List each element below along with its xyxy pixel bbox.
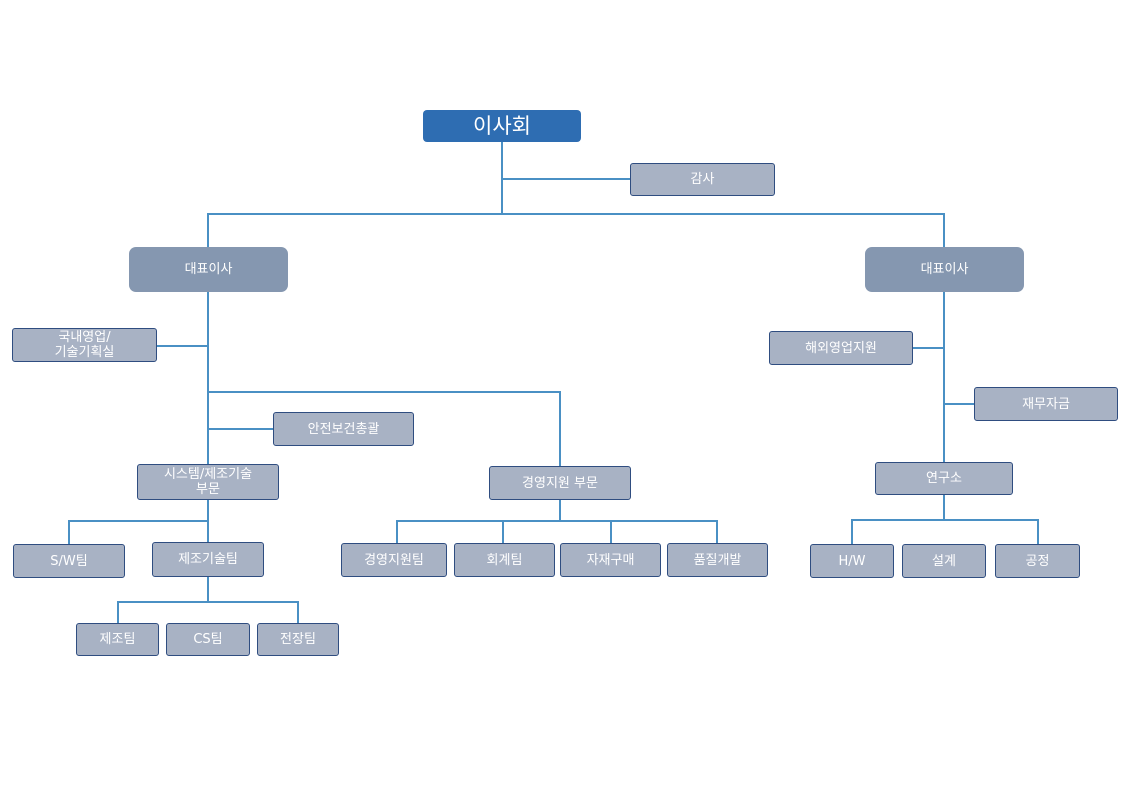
hw-box: H/W xyxy=(810,544,894,578)
finance-box: 재무자금 xyxy=(974,387,1118,421)
connector xyxy=(716,520,718,543)
connector xyxy=(207,292,209,464)
ceo-right-box: 대표이사 xyxy=(865,247,1024,292)
overseas-sales-box: 해외영업지원 xyxy=(769,331,913,365)
design-box: 설계 xyxy=(902,544,986,578)
connector xyxy=(559,391,561,466)
connector xyxy=(610,520,612,543)
sw-team-box: S/W팀 xyxy=(13,544,125,578)
connector xyxy=(851,519,853,544)
connector xyxy=(297,601,299,623)
mfg-team-box: 제조팀 xyxy=(76,623,159,656)
accounting-team-box: 회계팀 xyxy=(454,543,555,577)
mgmt-support-team-box: 경영지원팀 xyxy=(341,543,447,577)
cs-team-box: CS팀 xyxy=(166,623,250,656)
connector xyxy=(207,391,560,393)
connector xyxy=(913,347,944,349)
quality-dev-box: 품질개발 xyxy=(667,543,768,577)
connector xyxy=(68,520,70,544)
connector xyxy=(396,520,718,522)
connector xyxy=(207,213,945,215)
safety-box: 안전보건총괄 xyxy=(273,412,414,446)
connector xyxy=(1037,519,1039,544)
connector xyxy=(943,213,945,247)
ceo-left-box: 대표이사 xyxy=(129,247,288,292)
audit-box: 감사 xyxy=(630,163,775,196)
connector xyxy=(117,601,299,603)
connector xyxy=(68,520,209,522)
connector xyxy=(944,403,974,405)
connector xyxy=(207,577,209,602)
connector xyxy=(851,519,1039,521)
domestic-sales-box: 국내영업/ 기술기획실 xyxy=(12,328,157,362)
lab-box: 연구소 xyxy=(875,462,1013,495)
electric-team-box: 전장팀 xyxy=(257,623,339,656)
connector xyxy=(396,520,398,543)
process-box: 공정 xyxy=(995,544,1080,578)
system-division-box: 시스템/제조기술 부문 xyxy=(137,464,279,500)
board-box: 이사회 xyxy=(423,110,581,142)
connector xyxy=(502,520,504,543)
connector xyxy=(502,178,630,180)
management-division-box: 경영지원 부문 xyxy=(489,466,631,500)
connector xyxy=(559,500,561,521)
connector xyxy=(208,428,273,430)
purchasing-box: 자재구매 xyxy=(560,543,661,577)
connector xyxy=(117,601,119,623)
mfg-tech-team-box: 제조기술팀 xyxy=(152,542,264,577)
connector xyxy=(943,292,945,462)
connector xyxy=(157,345,208,347)
connector xyxy=(943,495,945,520)
connector xyxy=(207,213,209,247)
